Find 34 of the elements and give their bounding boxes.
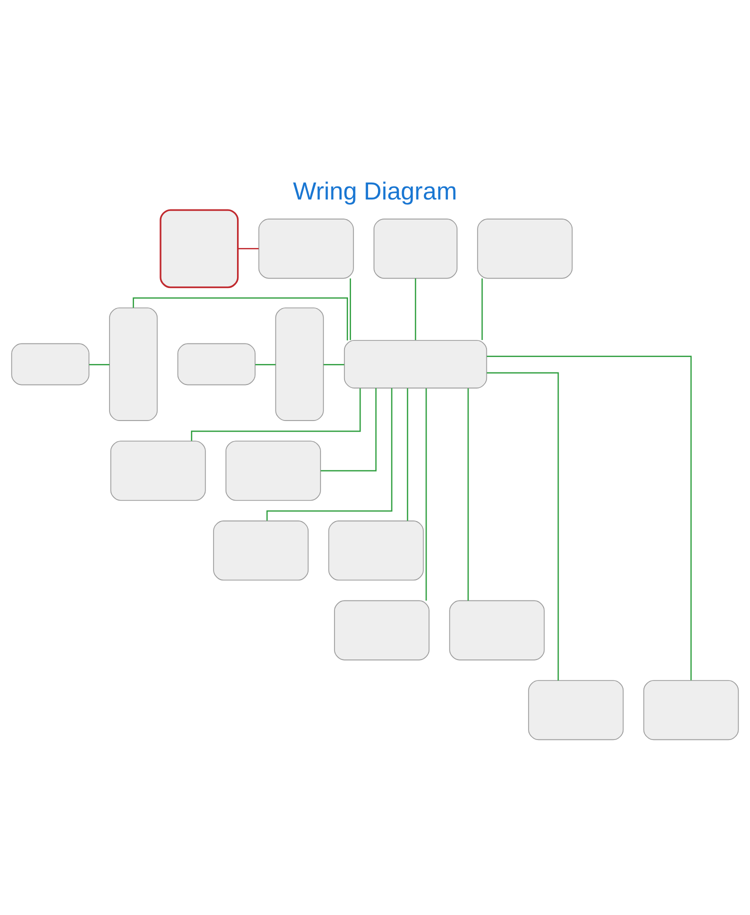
node-box [344,339,488,388]
node-box [528,680,624,740]
connector [468,388,469,600]
node-box [334,600,430,660]
node-box [226,440,321,500]
connector [320,388,377,471]
connector [350,278,351,340]
connector [190,388,361,440]
connector [324,364,344,365]
node-box [258,218,354,278]
node-box [213,520,309,580]
connector [89,364,110,365]
connector [426,388,427,600]
node-box [449,600,545,660]
diagram-title: Wring Diagram [293,178,457,205]
connector [132,296,348,340]
connector [486,372,559,680]
connector [255,364,276,365]
connector [482,278,483,340]
node-box [109,306,158,420]
node-box [477,218,573,278]
connector [266,388,392,520]
connector [486,355,692,680]
node-box [11,342,90,385]
connector [414,278,416,340]
connector [238,248,259,249]
node-box [643,680,739,740]
node-box [374,218,458,278]
node-box [110,440,206,500]
node-box [177,342,256,385]
connector [406,388,408,520]
node-box [275,306,324,420]
node-box [160,208,239,288]
node-box [328,520,424,580]
